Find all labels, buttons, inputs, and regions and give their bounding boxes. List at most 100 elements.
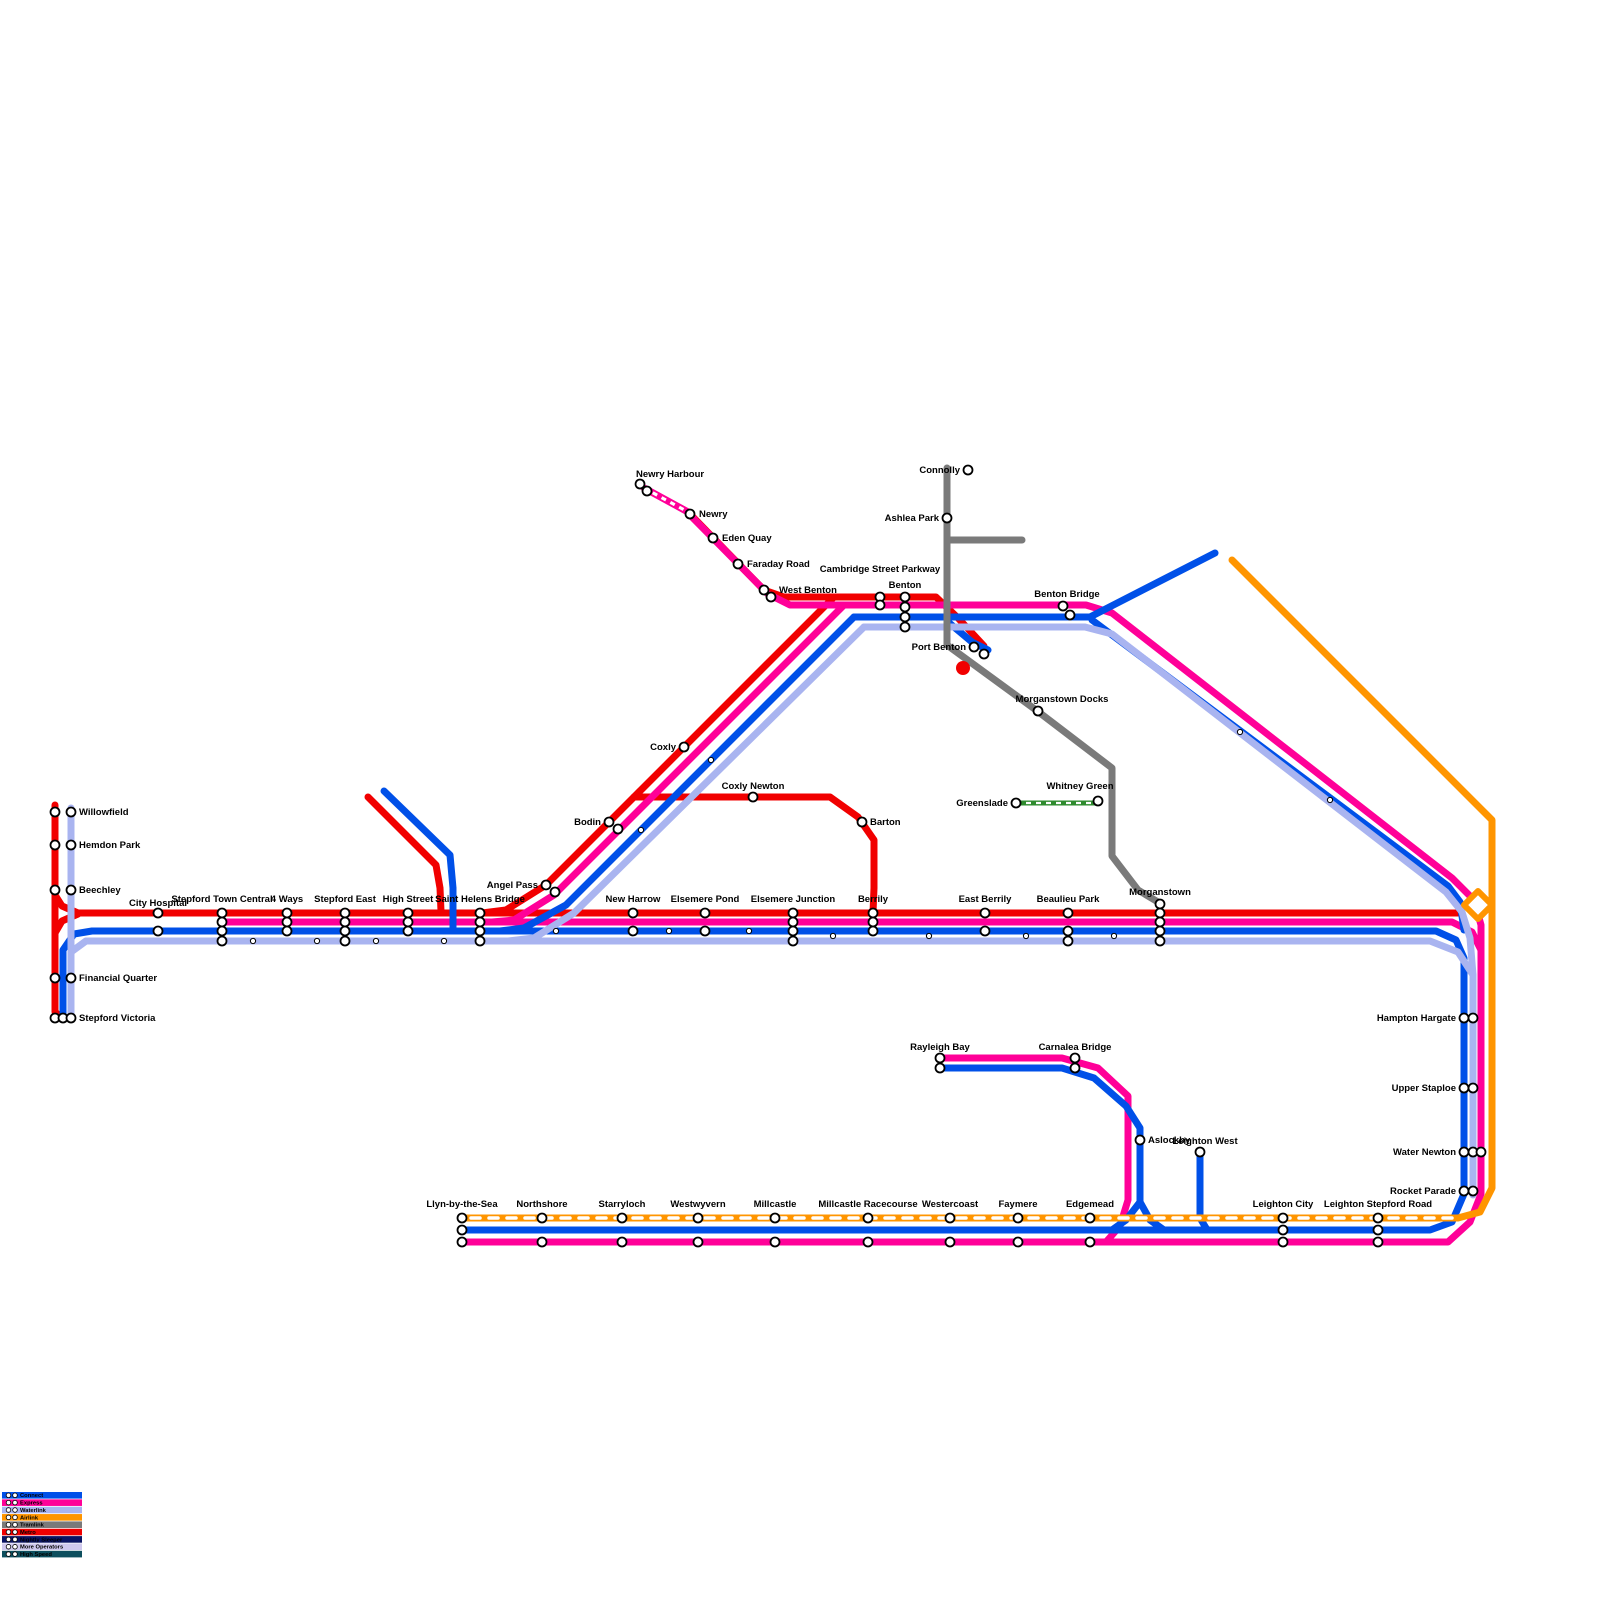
minor-stations (249, 728, 1334, 945)
station-dot (1458, 1012, 1470, 1024)
station-dot (1277, 1236, 1289, 1248)
station-4-ways: 4 Ways (271, 894, 303, 937)
station-dot (769, 1212, 781, 1224)
minor-station-dot (665, 927, 673, 935)
minor-station-dot (1022, 932, 1030, 940)
legend-station-dot (12, 1492, 18, 1498)
station-dot (699, 925, 711, 937)
station-eden-quay: Eden Quay (707, 532, 772, 544)
station-east-berrily: East Berrily (959, 894, 1012, 937)
legend-label: Nightly Sleeper (20, 1537, 63, 1543)
station-label: New Harrow (606, 894, 662, 905)
station-label: Angel Pass (487, 880, 538, 891)
station-dot (1475, 1146, 1487, 1158)
station-label: Berrily (858, 894, 889, 905)
station-dot (627, 907, 639, 919)
station-label: Millcastle (754, 1199, 797, 1210)
station-saint-helens-bridge: Saint Helens Bridge (435, 894, 525, 947)
station-label: Carnalea Bridge (1039, 1042, 1112, 1053)
station-dot (281, 907, 293, 919)
station-dot (456, 1212, 468, 1224)
station-dot (968, 641, 980, 653)
station-dot (1458, 1185, 1470, 1197)
station-dot (934, 1062, 946, 1074)
station-dot (402, 907, 414, 919)
legend-item-metro: Metro (2, 1528, 82, 1536)
legend-item-more-operators: More Operators (2, 1543, 82, 1551)
station-dot (1458, 1146, 1470, 1158)
station-dot (1458, 1082, 1470, 1094)
station-west-benton: West Benton (758, 584, 837, 603)
station-city-hospital: City Hospital (129, 898, 187, 937)
station-dot (944, 1236, 956, 1248)
station-label: West Benton (779, 585, 837, 596)
station-dot (1154, 925, 1166, 937)
station-northshore: Northshore (516, 1199, 568, 1248)
legend-station-dot (5, 1544, 12, 1550)
station-label: Morganstown Docks (1016, 694, 1109, 705)
station-dot (612, 823, 624, 835)
legend-station-dot (5, 1492, 12, 1498)
station-label: Newry Harbour (636, 469, 704, 480)
station-benton-bridge: Benton Bridge (1034, 589, 1100, 621)
legend-label: High Speed (20, 1552, 52, 1558)
station-label: Faymere (998, 1199, 1037, 1210)
station-elsemere-junction: Elsemere Junction (751, 894, 835, 947)
station-label: Whitney Green (1046, 781, 1113, 792)
station-label: Morganstown (1129, 887, 1191, 898)
station-dot (1062, 907, 1074, 919)
station-dot (549, 886, 561, 898)
station-water-newton: Water Newton (1393, 1146, 1487, 1158)
station-dot (684, 508, 696, 520)
station-dot (867, 925, 879, 937)
station-label: Llyn-by-the-Sea (426, 1199, 498, 1210)
minor-station-dot (829, 932, 837, 940)
legend-station-dot (5, 1514, 12, 1521)
legend-item-high-speed: High Speed (2, 1550, 82, 1558)
station-dot (867, 907, 879, 919)
station-hampton-hargate: Hampton Hargate (1377, 1012, 1479, 1024)
legend-color-bar (2, 1528, 82, 1536)
station-dot (1154, 907, 1166, 919)
station-label: High Street (383, 894, 435, 905)
station-label: Connolly (919, 465, 960, 476)
station-dot (339, 935, 351, 947)
station-dot (152, 925, 164, 937)
station-dot (758, 584, 770, 596)
legend-station-dot (5, 1551, 12, 1557)
station-label: Water Newton (1393, 1147, 1456, 1158)
station-dot (1467, 1082, 1479, 1094)
station-label: Rocket Parade (1390, 1186, 1456, 1197)
red-metro-loop-line (630, 793, 878, 917)
legend-station-dot (5, 1507, 12, 1513)
station-faraday-road: Faraday Road (732, 558, 810, 570)
legend-station-dot (5, 1529, 12, 1535)
station-stepford-east: Stepford East (314, 894, 377, 947)
legend-label: More Operators (20, 1545, 63, 1551)
station-dot (856, 816, 868, 828)
map-markers (956, 661, 970, 675)
station-dot (862, 1236, 874, 1248)
station-dot (765, 591, 777, 603)
station-dot (1057, 600, 1069, 612)
station-edgemead: Edgemead (1066, 1199, 1114, 1248)
express-newry-harbour-dashed-dash-overlay (643, 486, 689, 514)
legend-label: Express (20, 1501, 43, 1507)
station-dot (540, 879, 552, 891)
station-label: Elsemere Pond (671, 894, 740, 905)
station-dot (616, 1212, 628, 1224)
map-legend: ConnectExpressWaterlinkAirlinkTramlinkMe… (2, 1492, 82, 1558)
station-label: Ashlea Park (885, 513, 940, 524)
station-high-street: High Street (383, 894, 435, 937)
station-label: Westercoast (922, 1199, 979, 1210)
station-rocket-parade: Rocket Parade (1390, 1185, 1479, 1197)
red-high-street-branch-line (364, 793, 445, 915)
legend-station-dot (12, 1551, 18, 1557)
station-dot (49, 884, 61, 896)
station-dot (787, 916, 799, 928)
station-westercoast: Westercoast (922, 1199, 979, 1248)
station-millcastle: Millcastle (754, 1199, 797, 1248)
station-stepford-victoria: Stepford Victoria (49, 1012, 156, 1024)
legend-item-waterlink: Waterlink (2, 1506, 82, 1514)
